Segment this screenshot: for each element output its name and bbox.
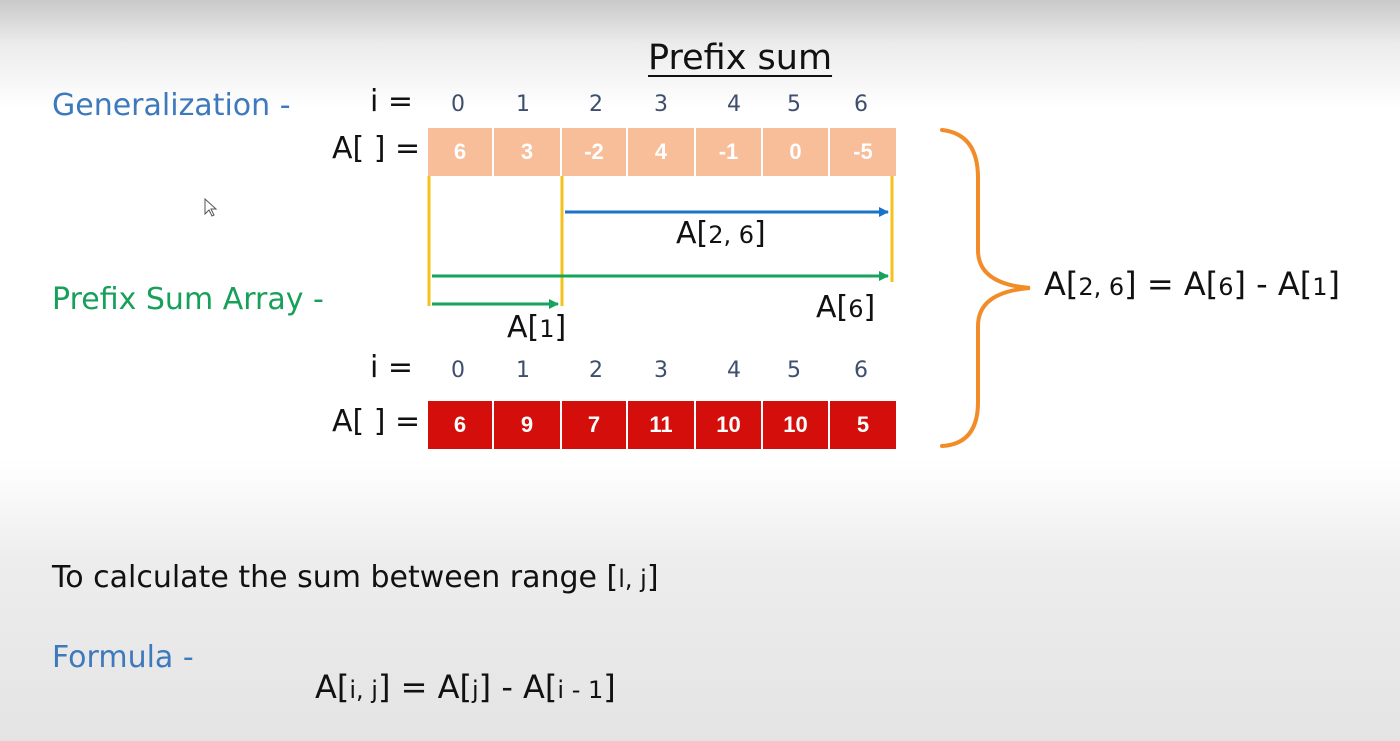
formula-expression: A[i, j] = A[j] - A[i - 1] <box>315 668 616 706</box>
mouse-pointer-icon <box>204 197 218 217</box>
prefix-array: 6 9 7 11 10 10 5 <box>428 401 896 449</box>
index-bottom-1: 1 <box>516 358 530 383</box>
array-label-bottom: A[ ] = <box>332 404 421 439</box>
range-sum-equation: A[2, 6] = A[6] - A[1] <box>1044 265 1340 303</box>
label-prefix-1: A[1] <box>507 310 567 345</box>
array-label-top: A[ ] = <box>332 131 421 166</box>
index-bottom-4: 4 <box>727 358 741 383</box>
original-cell-2: -2 <box>562 128 628 176</box>
index-top-5: 5 <box>787 92 801 117</box>
index-top-0: 0 <box>451 92 465 117</box>
index-top-3: 3 <box>654 92 668 117</box>
original-array: 6 3 -2 4 -1 0 -5 <box>428 128 896 176</box>
prefix-cell-5: 10 <box>763 401 830 449</box>
prefix-cell-1: 9 <box>494 401 562 449</box>
index-bottom-2: 2 <box>589 358 603 383</box>
index-top-4: 4 <box>727 92 741 117</box>
curly-brace <box>940 128 1031 448</box>
index-bottom-5: 5 <box>787 358 801 383</box>
original-cell-3: 4 <box>628 128 696 176</box>
prefix-cell-3: 11 <box>628 401 696 449</box>
page-title: Prefix sum <box>648 38 833 78</box>
index-label-bottom: i = <box>370 350 414 385</box>
prefix-cell-0: 6 <box>428 401 494 449</box>
index-label-top: i = <box>370 84 414 119</box>
range-note: To calculate the sum between range [l, j… <box>52 560 659 595</box>
index-top-6: 6 <box>854 92 868 117</box>
index-bottom-6: 6 <box>854 358 868 383</box>
section-formula: Formula - <box>52 640 194 675</box>
label-prefix-6: A[6] <box>816 290 876 325</box>
index-top-2: 2 <box>589 92 603 117</box>
original-cell-1: 3 <box>494 128 562 176</box>
prefix-cell-6: 5 <box>830 401 896 449</box>
prefix-cell-2: 7 <box>562 401 628 449</box>
index-bottom-0: 0 <box>451 358 465 383</box>
prefix-cell-4: 10 <box>696 401 763 449</box>
section-prefix-sum-array: Prefix Sum Array - <box>52 282 324 317</box>
section-generalization: Generalization - <box>52 88 291 123</box>
original-cell-4: -1 <box>696 128 763 176</box>
label-range-2-6: A[2, 6] <box>676 216 766 251</box>
original-cell-6: -5 <box>830 128 896 176</box>
original-cell-5: 0 <box>763 128 830 176</box>
index-bottom-3: 3 <box>654 358 668 383</box>
original-cell-0: 6 <box>428 128 494 176</box>
index-top-1: 1 <box>516 92 530 117</box>
